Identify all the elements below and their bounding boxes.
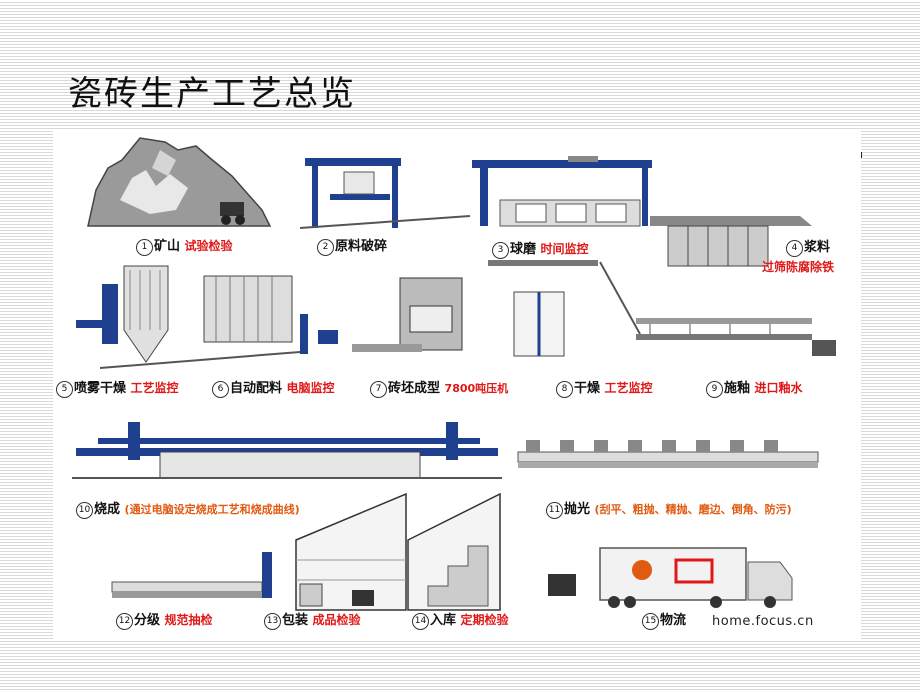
step-note: 7800吨压机 [444, 382, 509, 395]
step-number-badge: 8 [556, 381, 573, 398]
truck-illustration [548, 547, 793, 608]
step-number-badge: 11 [546, 502, 563, 519]
storage-warehouse-illustration [407, 492, 501, 611]
step-number-badge: 2 [317, 239, 334, 256]
step-note: 定期检验 [460, 613, 509, 627]
step-note: 时间监控 [540, 242, 589, 256]
step-note: 工艺监控 [130, 381, 179, 395]
step-name: 抛光 [564, 502, 591, 517]
step-name: 喷雾干燥 [74, 381, 127, 396]
step-name: 包装 [282, 613, 309, 628]
step-number-badge: 6 [212, 381, 229, 398]
step-note: 进口釉水 [754, 381, 803, 395]
packaging-warehouse-illustration [295, 492, 407, 611]
step-name: 烧成 [94, 502, 121, 517]
step-note: (通过电脑设定烧成工艺和烧成曲线) [124, 503, 300, 516]
step-number-badge: 1 [136, 239, 153, 256]
step-number-badge: 7 [370, 381, 387, 398]
step-name: 干燥 [574, 381, 601, 396]
step-note: (刮平、粗抛、精抛、磨边、倒角、防污) [594, 503, 792, 516]
step-note: 成品检验 [312, 613, 361, 627]
silo-illustration [203, 275, 338, 354]
step-note: 工艺监控 [604, 381, 653, 395]
step-number-badge: 15 [642, 613, 659, 630]
grading-line-illustration [111, 552, 272, 598]
step-name: 砖坯成型 [388, 381, 441, 396]
step-number-badge: 14 [412, 613, 429, 630]
step-note: 规范抽检 [164, 613, 213, 627]
step-number-badge: 13 [264, 613, 281, 630]
ball-mill-illustration [472, 156, 652, 227]
step-name: 施釉 [724, 381, 751, 396]
step-name: 物流 [660, 613, 687, 628]
mine-illustration [87, 137, 272, 227]
glazing-line-illustration [636, 318, 836, 356]
step-name: 矿山 [154, 239, 181, 254]
step-number-badge: 4 [786, 240, 803, 257]
step-name: 自动配料 [230, 381, 283, 396]
polishing-line-illustration [517, 440, 819, 468]
step-number-badge: 3 [492, 242, 509, 259]
step-note: 过筛陈腐除铁 [762, 260, 835, 274]
press-illustration [352, 277, 463, 352]
step-number-badge: 9 [706, 381, 723, 398]
step-number-badge: 10 [76, 502, 93, 519]
kiln-illustration [72, 422, 502, 479]
slurry-tank-illustration [650, 216, 812, 267]
step-name: 浆料 [804, 240, 831, 255]
source-watermark: home.focus.cn [712, 614, 814, 629]
step-note: 试验检验 [184, 239, 233, 253]
step-name: 入库 [430, 613, 457, 628]
step-name: 球磨 [510, 242, 537, 257]
step-name: 分级 [134, 613, 161, 628]
dryer-illustration [488, 260, 641, 357]
crusher-illustration [299, 158, 471, 229]
step-note: 电脑监控 [286, 381, 335, 395]
step-name: 原料破碎 [335, 239, 388, 254]
step-number-badge: 12 [116, 613, 133, 630]
spray-dryer-illustration [76, 265, 301, 369]
step-number-badge: 5 [56, 381, 73, 398]
slide-title: 瓷砖生产工艺总览 [68, 74, 356, 114]
